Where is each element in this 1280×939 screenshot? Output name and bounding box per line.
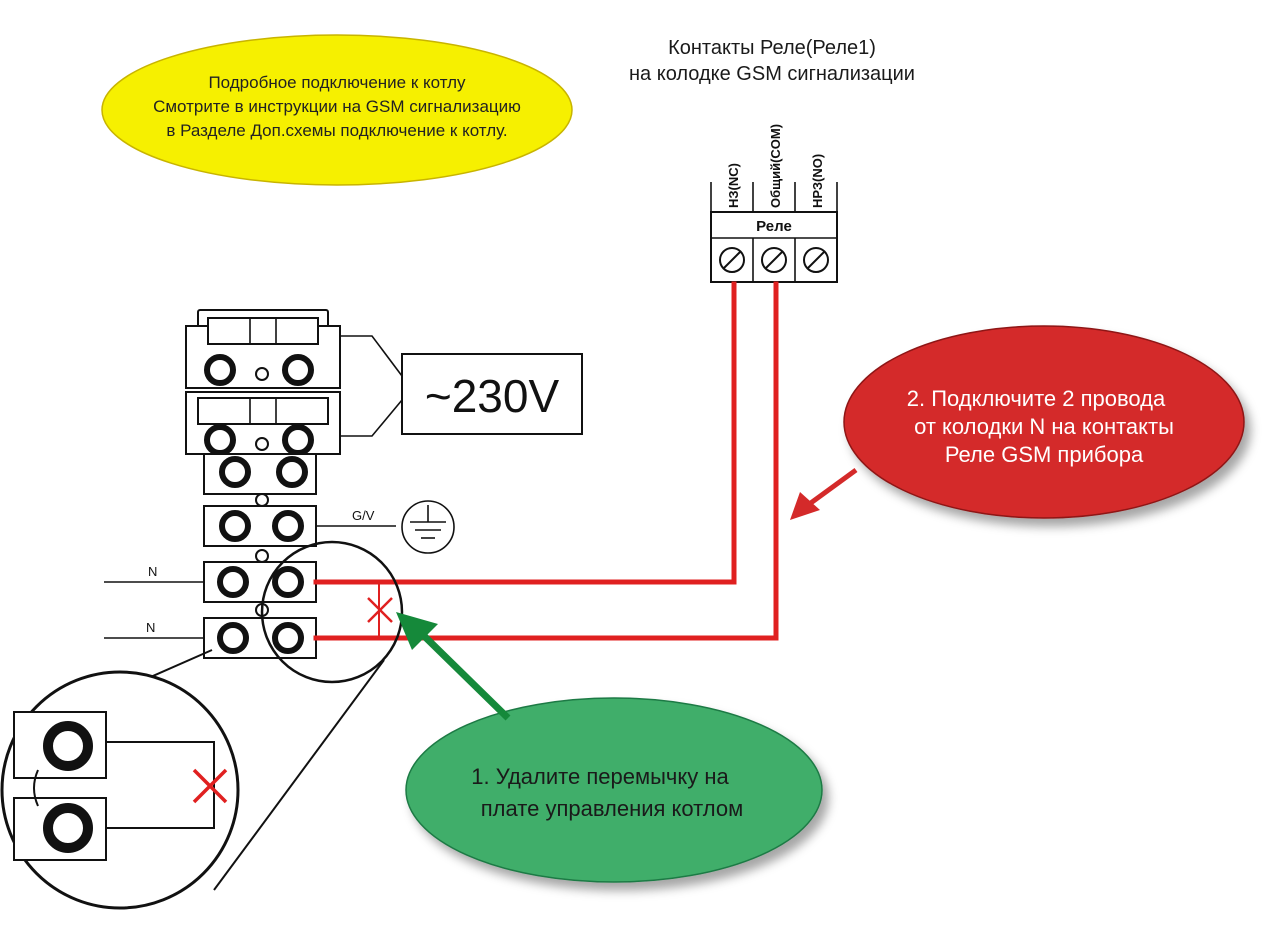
relay-block-title: Реле — [756, 218, 792, 235]
green-arrow — [396, 612, 511, 721]
power-supply-label: ~230V — [340, 335, 583, 437]
relay-screw-nc — [719, 247, 745, 273]
red-callout-ellipse — [843, 325, 1245, 519]
red-callout: 2. Подключите 2 провода от колодки N на … — [843, 325, 1245, 519]
wire-com — [313, 281, 779, 641]
green-callout-ellipse — [405, 697, 823, 883]
boiler-terminal-board — [185, 309, 341, 659]
zoom-detail — [13, 711, 215, 861]
relay-caption-line1: Контакты Реле(Реле1) — [668, 37, 876, 59]
jumper-cross-small — [367, 597, 393, 623]
neutral-label-2: N — [146, 620, 155, 635]
jumper-cross-large — [192, 768, 228, 804]
relay-screw-com — [761, 247, 787, 273]
red-callout-line1: 2. Подключите 2 провода — [907, 386, 1166, 411]
red-callout-line2: от колодки N на контакты — [914, 414, 1174, 439]
red-callout-line3: Реле GSM прибора — [945, 442, 1144, 467]
red-arrow — [790, 467, 858, 520]
ground-symbol: G/V — [316, 500, 455, 554]
relay-terminal-com-label: Общий(COM) — [768, 124, 783, 208]
yellow-note-line3: в Разделе Доп.схемы подключение к котлу. — [166, 121, 507, 140]
relay-caption-line2: на колодке GSM сигнализации — [629, 63, 915, 85]
relay-terminal-nc-label: НЗ(NC) — [726, 163, 741, 208]
power-voltage-text: ~230V — [425, 370, 560, 422]
relay-caption: Контакты Реле(Реле1) на колодке GSM сигн… — [629, 37, 915, 85]
neutral-lines: N N — [104, 564, 204, 639]
yellow-note: Подробное подключение к котлу Смотрите в… — [101, 34, 573, 186]
zoom-lens — [0, 540, 404, 910]
green-callout: 1. Удалите перемычку на плате управления… — [405, 697, 823, 883]
yellow-note-ellipse — [101, 34, 573, 186]
relay-screw-no — [803, 247, 829, 273]
red-wires — [313, 281, 779, 641]
yellow-note-line2: Смотрите в инструкции на GSM сигнализаци… — [153, 97, 521, 116]
relay-terminal-no-label: НРЗ(NO) — [810, 154, 825, 208]
ground-label: G/V — [352, 508, 375, 523]
neutral-label-1: N — [148, 564, 157, 579]
green-callout-line2: плате управления котлом — [481, 796, 743, 821]
relay-terminal-block: Реле НЗ(NC) Общий(COM) НРЗ(NO) — [710, 124, 838, 283]
green-callout-line1: 1. Удалите перемычку на — [471, 764, 729, 789]
wire-nc — [313, 281, 737, 585]
yellow-note-line1: Подробное подключение к котлу — [208, 73, 466, 92]
